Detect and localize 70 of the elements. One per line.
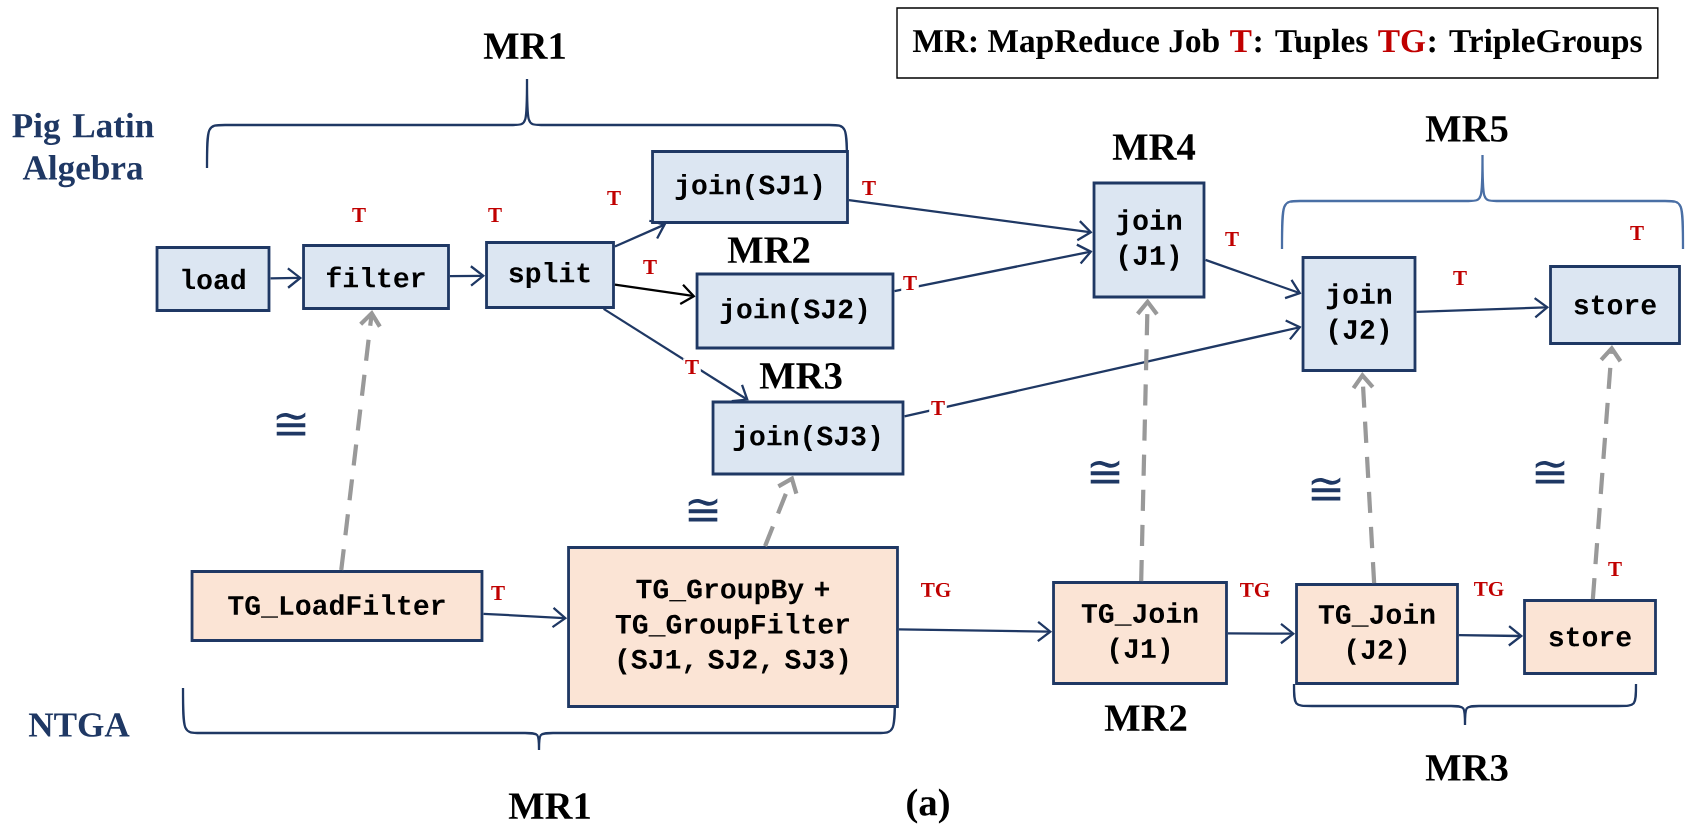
heading: MR3 bbox=[759, 363, 842, 389]
operator-box: load bbox=[155, 246, 271, 312]
edge-label: T bbox=[1451, 269, 1469, 287]
arrow bbox=[270, 267, 303, 289]
arrow bbox=[904, 319, 1302, 418]
key-text: TG bbox=[1378, 29, 1426, 53]
dashed-arrow bbox=[339, 309, 382, 571]
edge-label: TG bbox=[919, 581, 953, 599]
edge-label: TG bbox=[1238, 581, 1272, 599]
operator-box: TG_LoadFilter bbox=[190, 570, 484, 642]
heading: MR4 bbox=[1112, 134, 1196, 160]
heading: MR2 bbox=[1104, 705, 1187, 731]
heading: MR1 bbox=[508, 793, 590, 819]
tuple-label: T bbox=[1630, 226, 1644, 240]
key-text: : TripleGroups bbox=[1429, 28, 1642, 60]
arrow bbox=[614, 283, 696, 305]
edge-label: TG bbox=[1472, 580, 1506, 598]
edge-label: ≅ bbox=[1305, 475, 1347, 507]
dashed-arrow bbox=[763, 475, 799, 547]
operator-box: join(SJ2) bbox=[695, 272, 895, 350]
key-text: : Tuples bbox=[1255, 28, 1368, 60]
edge-label: ≅ bbox=[1529, 458, 1571, 490]
side-title: NTGA bbox=[28, 713, 130, 737]
arrow bbox=[614, 219, 667, 248]
arrow bbox=[483, 606, 568, 629]
side-title: Pig Latin Algebra bbox=[12, 112, 154, 188]
operator-box: join(SJ1) bbox=[651, 150, 849, 224]
dashed-arrow bbox=[1351, 371, 1377, 584]
edge-label: ≅ bbox=[1084, 458, 1126, 490]
edge-label: T bbox=[605, 189, 623, 207]
operator-box: store bbox=[1549, 265, 1681, 345]
operator-box: store bbox=[1523, 599, 1657, 675]
arrow bbox=[1205, 258, 1302, 300]
arrow bbox=[603, 307, 749, 403]
panel-label: (a) bbox=[907, 788, 949, 824]
tuple-label: T bbox=[488, 208, 502, 222]
key-text: MR: MapReduce Job bbox=[912, 28, 1219, 60]
edge-label: T bbox=[641, 258, 659, 276]
tuple-label: T bbox=[1608, 562, 1622, 576]
arrow bbox=[1227, 623, 1296, 645]
edge-label: ≅ bbox=[270, 410, 312, 442]
edge-label: T bbox=[860, 179, 878, 197]
heading: MR2 bbox=[727, 237, 810, 263]
arrow bbox=[1416, 297, 1550, 319]
edge-label: T bbox=[683, 358, 701, 376]
dashed-arrow bbox=[1136, 298, 1159, 582]
edge-label: T bbox=[489, 584, 507, 602]
operator-box: join (J1) bbox=[1092, 181, 1206, 299]
heading: MR1 bbox=[483, 33, 565, 59]
tuple-label: T bbox=[352, 208, 366, 222]
edge-label: T bbox=[929, 399, 947, 417]
operator-box: TG_Join (J1) bbox=[1052, 581, 1228, 685]
edge-label: ≅ bbox=[682, 496, 724, 528]
heading: MR3 bbox=[1425, 755, 1508, 781]
key-text: T bbox=[1230, 30, 1252, 52]
arrow bbox=[848, 199, 1093, 242]
operator-box: TG_GroupBy + TG_GroupFilter (SJ1, SJ2, SJ3) bbox=[567, 546, 899, 708]
dashed-arrow bbox=[1590, 344, 1623, 600]
edge-label: T bbox=[1223, 230, 1241, 248]
operator-box: filter bbox=[302, 244, 450, 310]
operator-box: join (J2) bbox=[1301, 256, 1417, 372]
arrow bbox=[898, 620, 1053, 643]
arrow bbox=[449, 265, 486, 287]
edge-label: T bbox=[901, 274, 919, 292]
arrow bbox=[1458, 625, 1524, 647]
operator-box: split bbox=[485, 241, 615, 309]
operator-box: TG_Join (J2) bbox=[1295, 583, 1459, 685]
arrow bbox=[894, 243, 1093, 293]
operator-box: join(SJ3) bbox=[711, 400, 905, 476]
heading: MR5 bbox=[1425, 116, 1508, 142]
